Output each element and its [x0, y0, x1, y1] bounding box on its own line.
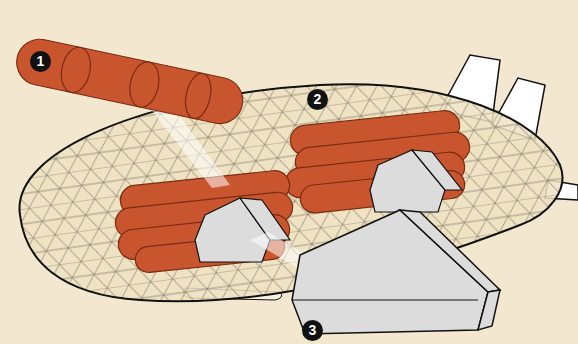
callout-number: 2 — [307, 89, 328, 110]
gas-cylinder-cluster — [114, 169, 294, 274]
detached-gas-cylinder — [12, 35, 247, 128]
envelope-outline — [19, 84, 562, 301]
callout-number: 3 — [302, 320, 323, 341]
detached-cargo-pod — [292, 210, 500, 334]
callout-number: 1 — [30, 51, 51, 72]
gas-cylinder-cluster — [284, 109, 471, 214]
